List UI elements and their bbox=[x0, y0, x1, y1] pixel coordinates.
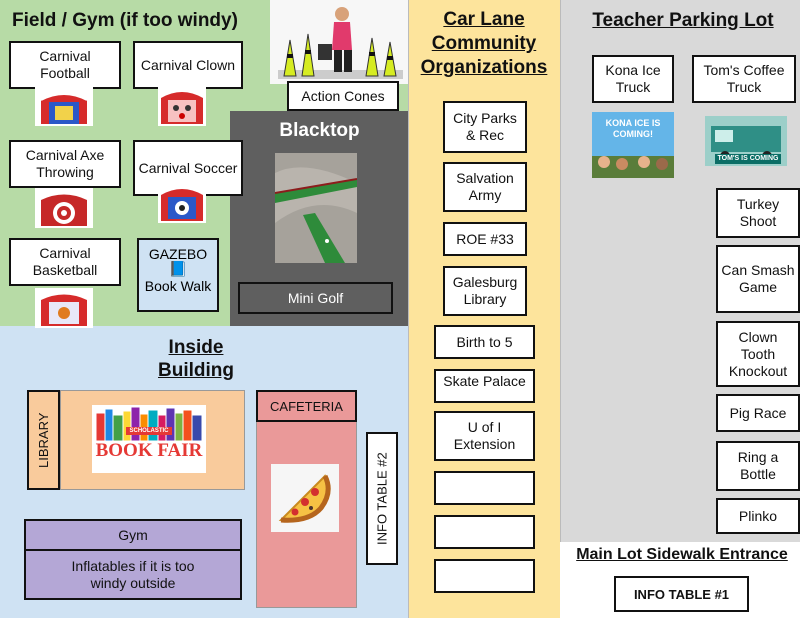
field-item-football[interactable]: Carnival Football bbox=[9, 41, 121, 89]
org-salvation-army[interactable]: Salvation Army bbox=[443, 162, 527, 212]
game-clown-tooth-knockout[interactable]: Clown Tooth Knockout bbox=[716, 321, 800, 387]
org-empty-slot-2[interactable] bbox=[434, 515, 535, 549]
mini-golf-box[interactable]: Mini Golf bbox=[238, 282, 393, 314]
org-empty-slot-1[interactable] bbox=[434, 471, 535, 505]
kona-ice-truck-box[interactable]: Kona Ice Truck bbox=[592, 55, 674, 103]
org-roe-33[interactable]: ROE #33 bbox=[443, 222, 527, 256]
org-u-of-i-extension[interactable]: U of I Extension bbox=[434, 411, 535, 461]
library-label[interactable]: LIBRARY bbox=[27, 390, 60, 490]
org-galesburg-library[interactable]: Galesburg Library bbox=[443, 266, 527, 316]
gazebo-label: Book Walk bbox=[144, 278, 212, 294]
kona-ice-sign: KONA ICE IS COMING! bbox=[605, 118, 661, 139]
gazebo-book-walk[interactable]: GAZEBO 📘 Book Walk bbox=[137, 238, 219, 312]
mini-golf-image bbox=[275, 153, 357, 263]
cafeteria-label[interactable]: CAFETERIA bbox=[256, 390, 357, 422]
game-turkey-shoot[interactable]: Turkey Shoot bbox=[716, 188, 800, 238]
org-empty-slot-3[interactable] bbox=[434, 559, 535, 593]
org-skate-palace[interactable]: Skate Palace bbox=[434, 369, 535, 403]
toms-coffee-sign: TOM'S IS COMING bbox=[715, 154, 781, 164]
book-fair-text: BOOK FAIR bbox=[95, 440, 203, 461]
sidewalk-title: Main Lot Sidewalk Entrance bbox=[576, 546, 788, 563]
gym-title-box[interactable]: Gym bbox=[24, 519, 242, 551]
booth-image-basketball bbox=[35, 288, 93, 328]
blacktop-title: Blacktop bbox=[279, 120, 360, 141]
field-item-axe-throwing[interactable]: Carnival Axe Throwing bbox=[9, 140, 121, 188]
pizza-icon bbox=[271, 464, 339, 532]
booth-image-football bbox=[35, 86, 93, 126]
game-pig-race[interactable]: Pig Race bbox=[716, 394, 800, 432]
toms-coffee-truck-box[interactable]: Tom's Coffee Truck bbox=[692, 55, 796, 103]
book-icon: 📘 bbox=[168, 261, 188, 278]
booth-image-clown bbox=[158, 86, 206, 126]
gazebo-title: GAZEBO bbox=[148, 246, 208, 262]
org-birth-to-5[interactable]: Birth to 5 bbox=[434, 325, 535, 359]
kona-ice-image: KONA ICE IS COMING! bbox=[592, 112, 674, 178]
info-table-2[interactable]: INFO TABLE #2 bbox=[366, 432, 398, 565]
booth-image-soccer bbox=[158, 183, 206, 223]
booth-image-axe-throwing bbox=[35, 188, 93, 228]
game-ring-a-bottle[interactable]: Ring a Bottle bbox=[716, 441, 800, 491]
org-city-parks[interactable]: City Parks & Rec bbox=[443, 101, 527, 153]
teacher-lot-title: Teacher Parking Lot bbox=[592, 10, 774, 31]
action-cones-image bbox=[270, 0, 408, 84]
game-plinko[interactable]: Plinko bbox=[716, 498, 800, 534]
gym-note-box: Inflatables if it is too windy outside bbox=[24, 549, 242, 600]
inside-building-title: Inside Building bbox=[158, 337, 234, 381]
book-fair-image: SCHOLASTIC BOOK FAIR bbox=[92, 405, 206, 473]
car-lane-title: Car Lane Community Organizations bbox=[420, 9, 548, 78]
field-item-clown[interactable]: Carnival Clown bbox=[133, 41, 243, 89]
info-table-1[interactable]: INFO TABLE #1 bbox=[614, 576, 749, 612]
field-item-basketball[interactable]: Carnival Basketball bbox=[9, 238, 121, 286]
book-fair-brand: SCHOLASTIC bbox=[126, 427, 172, 435]
action-cones-box[interactable]: Action Cones bbox=[287, 81, 399, 111]
game-can-smash[interactable]: Can Smash Game bbox=[716, 245, 800, 313]
toms-coffee-image: TOM'S IS COMING bbox=[705, 116, 787, 166]
field-title: Field / Gym (if too windy) bbox=[12, 10, 238, 31]
